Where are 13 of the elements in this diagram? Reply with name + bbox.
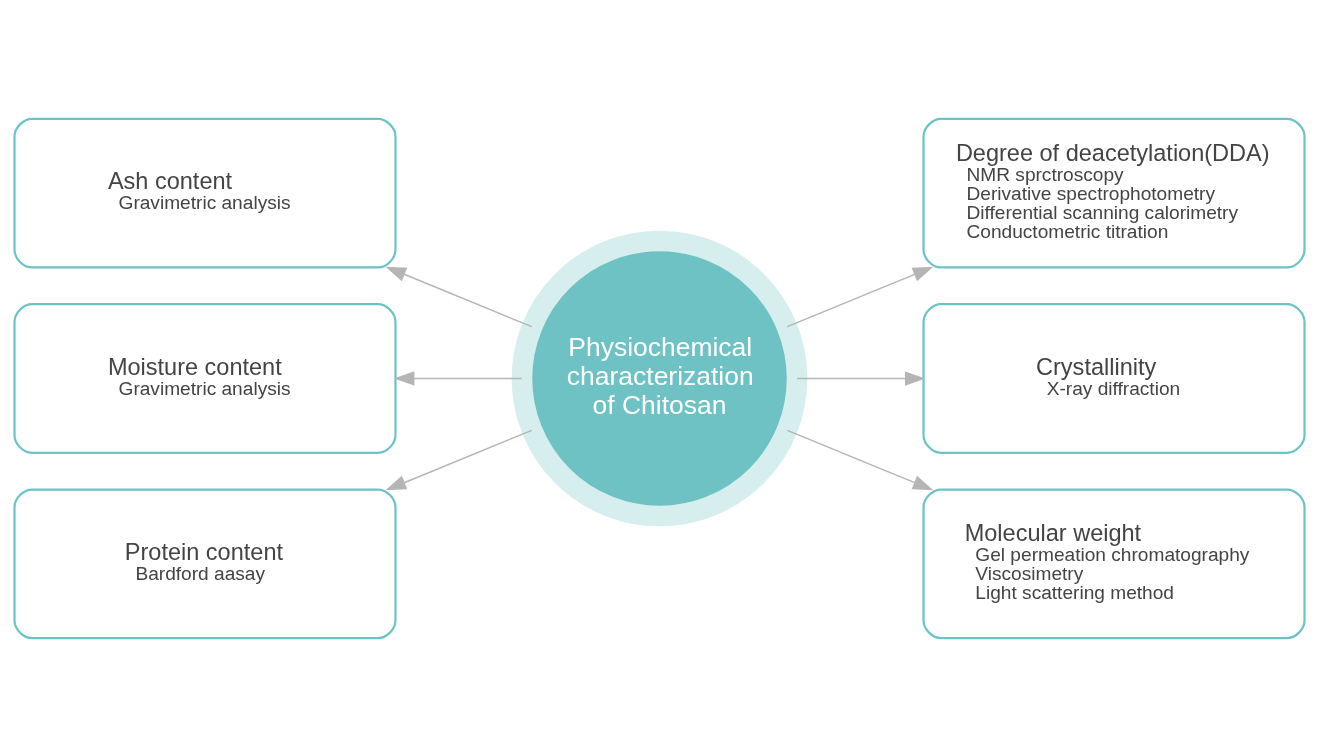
arrow <box>393 370 523 386</box>
arrow <box>786 429 934 490</box>
arrow <box>786 266 934 327</box>
node-box: Ash content Gravimetric analysis <box>13 117 397 269</box>
arrow <box>385 429 533 490</box>
node-circle: Physiochemical characterization of Chitosan <box>511 230 808 526</box>
arrow <box>796 370 926 386</box>
node-box: Molecular weight Gel permeation chromatography Viscosimetry Light scattering method <box>922 487 1306 639</box>
node-box: Protein content Bardford aasay <box>13 487 397 639</box>
node-box: Crystallinity X-ray diffraction <box>922 302 1306 454</box>
node-box: Degree of deacetylation(DDA) NMR sprctroscopy Derivative spectrophotometry Differential scanning calorimetry Conductometric titration <box>922 117 1306 269</box>
node-box: Moisture content Gravimetric analysis <box>13 302 397 454</box>
arrow <box>385 266 533 327</box>
